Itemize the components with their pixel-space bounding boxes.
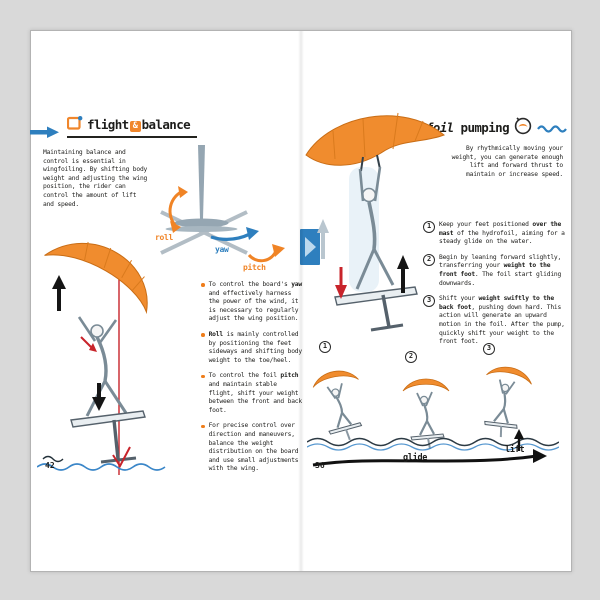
header-underline (67, 136, 197, 138)
wingfoil-rider-drawing (36, 241, 166, 475)
sequence-number-badge: 2 (405, 351, 417, 363)
lens-wing-icon (513, 115, 533, 139)
bullet-item: To control the foil pitch and maintain s… (201, 372, 303, 415)
axis-diagram: roll yaw pitch (153, 137, 291, 279)
step-text: Begin by leaning forward slightly, trans… (439, 253, 562, 287)
step-item: 2 Begin by leaning forward slightly, tra… (423, 253, 568, 288)
bullet-item: Roll is mainly controlled by positioning… (201, 331, 303, 365)
ampersand-badge: & (129, 121, 141, 132)
bullet-dot-icon (201, 283, 205, 287)
pitch-label: pitch (243, 263, 266, 272)
step-number-badge: 3 (423, 295, 435, 308)
roll-label: roll (155, 233, 174, 242)
page-number-left: 42 (45, 461, 55, 470)
step-text: Shift your weight swiftly to the back fo… (439, 295, 565, 346)
pumping-illustration (303, 109, 448, 348)
bullet-item: To control the board's yaw and effective… (201, 281, 303, 324)
bullet-item: For precise control over direction and m… (201, 422, 303, 474)
fold-line (298, 31, 304, 571)
page-edge-arrow-icon (300, 229, 322, 269)
foil-pumping-header: foil pumping (426, 115, 567, 139)
step-item: 3 Shift your weight swiftly to the back … (423, 295, 568, 347)
bullet-text: To control the board's yaw and effective… (208, 281, 303, 323)
title-balance: balance (141, 117, 191, 132)
sequence-number-badge: 3 (483, 343, 495, 355)
intro-paragraph-left: Maintaining balance and control is essen… (43, 149, 148, 208)
foil-axes-drawing (160, 145, 285, 263)
sequence-illustration: 1 2 3 glide lift (306, 339, 560, 479)
pumping-steps: 1 Keep your feet positioned over the mas… (423, 221, 568, 354)
right-page: foil pumping By rhythmically moving your… (300, 31, 571, 571)
step-text: Keep your feet positioned over the mast … (439, 221, 565, 246)
left-page: flight&balance Maintaining balance and c… (30, 31, 303, 571)
lift-label: lift (505, 445, 525, 455)
pumping-sequence-drawing (306, 361, 560, 467)
page-number-right: 36 (315, 461, 325, 470)
step-number-badge: 1 (423, 221, 435, 233)
control-bullets: To control the board's yaw and effective… (201, 281, 303, 481)
glide-label: glide (403, 453, 428, 463)
wave-squiggle-icon (537, 118, 567, 137)
bullet-text: For precise control over direction and m… (208, 422, 299, 473)
step-number-badge: 2 (423, 253, 435, 266)
rider-illustration (36, 219, 172, 483)
step-item: 1 Keep your feet positioned over the mas… (423, 221, 568, 247)
blue-arrow-icon (30, 123, 60, 142)
bullet-dot-icon (201, 374, 205, 379)
page-title-left: flight&balance (87, 117, 191, 132)
bullet-dot-icon (201, 333, 205, 337)
bullet-dot-icon (201, 424, 205, 429)
book-spread: flight&balance Maintaining balance and c… (30, 30, 572, 572)
flight-balance-header: flight&balance (66, 115, 191, 134)
title-pumping: pumping (460, 119, 510, 135)
pumping-rider-drawing (305, 112, 445, 332)
yaw-label: yaw (215, 245, 229, 254)
bullet-text: Roll is mainly controlled by positioning… (208, 330, 303, 364)
sequence-number-badge: 1 (319, 341, 331, 353)
title-flight: flight (87, 117, 129, 132)
intro-paragraph-right: By rhythmically moving your weight, you … (451, 145, 564, 178)
wing-logo-icon (66, 115, 83, 134)
bullet-text: To control the foil pitch and maintain s… (208, 372, 303, 414)
